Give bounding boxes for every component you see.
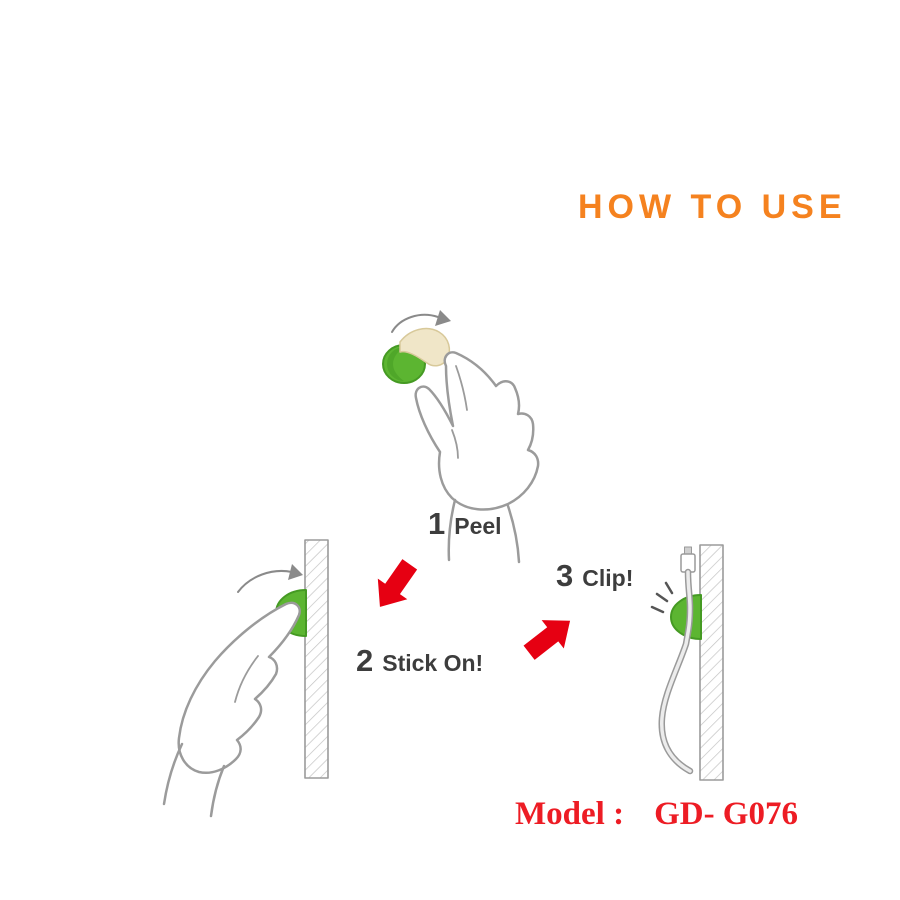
stick-illustration <box>162 539 329 818</box>
page-title: HOW TO USE <box>578 188 847 226</box>
usb-connector-icon <box>680 546 696 573</box>
curved-arrow-icon <box>237 564 303 593</box>
hand-pressing <box>162 601 301 818</box>
model-value: GD- G076 <box>654 796 798 832</box>
click-lines-icon <box>650 581 674 614</box>
step-label: Stick On! <box>382 650 484 676</box>
clip-illustration <box>650 544 724 781</box>
step-2-stick-on: 2 Stick On! <box>356 643 483 679</box>
step-3-clip: 3 Clip! <box>556 558 633 594</box>
step-number: 2 <box>356 643 374 678</box>
step-number: 3 <box>556 558 574 593</box>
curved-arrow-icon <box>391 310 451 333</box>
wall-left <box>304 539 329 779</box>
step-number: 1 <box>428 506 446 541</box>
red-arrow-down-left-icon <box>377 559 418 607</box>
cable <box>658 568 694 775</box>
step-label: Peel <box>454 513 502 539</box>
peel-illustration <box>382 310 540 564</box>
step-label: Clip! <box>582 565 634 591</box>
wall-right <box>699 544 724 781</box>
model-label: Model : <box>515 796 625 832</box>
step-1-peel: 1 Peel <box>428 506 502 542</box>
hand-peeling <box>414 351 540 564</box>
red-arrow-up-right-icon <box>523 620 571 660</box>
model-info: Model : GD- G076 <box>515 796 798 833</box>
